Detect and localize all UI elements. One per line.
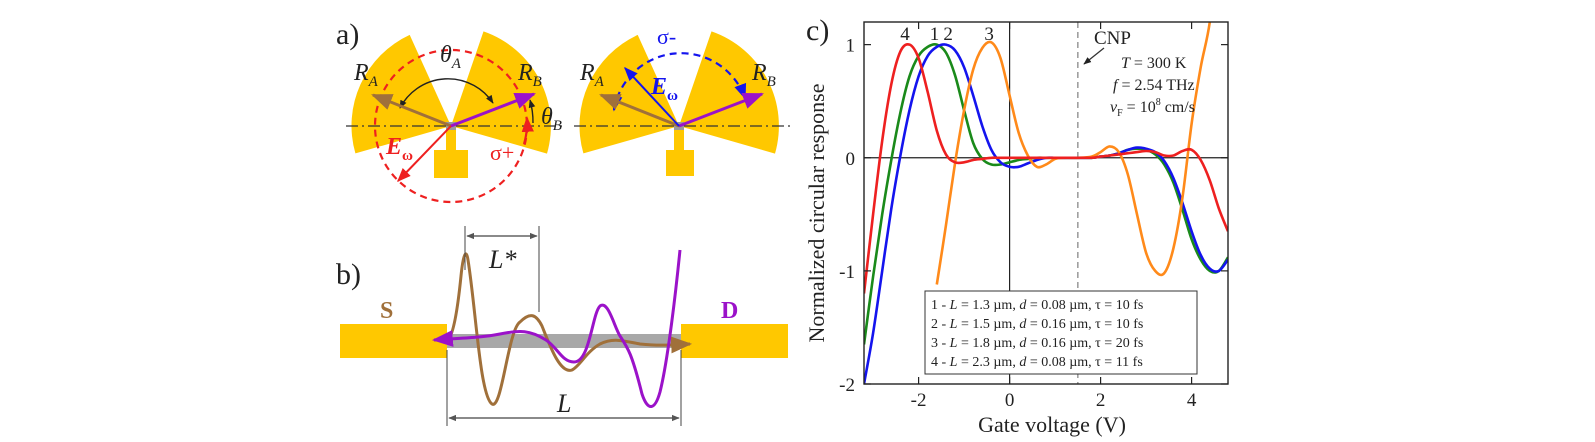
param-temperature: T = 300 K (1121, 55, 1187, 72)
right-e-field-label: Eω (650, 74, 678, 104)
right-antenna: RA RB Eω σ- (574, 24, 790, 176)
theta-b-label: θB (541, 104, 562, 134)
x-tick-label: -2 (911, 390, 927, 411)
right-sector-b (679, 31, 779, 154)
cnp-pointer (1083, 47, 1105, 65)
left-sector-b (451, 31, 551, 154)
drain-label: D (721, 298, 738, 324)
x-tick-label: 2 (1096, 390, 1106, 411)
x-axis-label: Gate voltage (V) (978, 412, 1126, 437)
drain-contact (681, 324, 788, 358)
right-gate-pad (666, 150, 694, 176)
plot-frame (863, 21, 1229, 385)
left-gate-stem (446, 128, 456, 152)
right-gate-stem (674, 128, 684, 152)
right-sigma-minus-arc (610, 52, 747, 112)
left-e-field-label: Eω (385, 134, 413, 164)
left-rb-arrow (450, 92, 536, 128)
panel-b-label: b) (336, 258, 361, 291)
series-4-peak-label: 4 (900, 24, 910, 45)
sigma-minus-label: σ- (657, 24, 676, 49)
brown-wave (446, 252, 693, 406)
legend-row-4: 4 - L = 2.3 µm, d = 0.08 µm, τ = 11 fs (931, 355, 1143, 370)
y-tick-label: 0 (846, 149, 856, 170)
legend-box (924, 290, 1198, 375)
legend-row-3: 3 - L = 1.8 µm, d = 0.16 µm, τ = 20 fs (931, 336, 1143, 351)
theta-a-label: θA (440, 42, 462, 72)
source-label: S (380, 298, 393, 324)
left-antenna: RA RB θA θB Eω σ+ (346, 31, 565, 204)
param-frequency: f = 2.54 THz (1113, 77, 1195, 94)
right-ra-arrow (599, 93, 680, 128)
series-2-peak-label: 2 (943, 24, 953, 45)
series-1-peak-label: 1 (930, 24, 940, 45)
series-3-peak-label: 3 (984, 24, 994, 45)
sigma-plus-label: σ+ (490, 140, 514, 165)
series-4-line (864, 42, 1228, 294)
right-e-field-arrow (624, 66, 680, 127)
left-gate-pad (434, 150, 468, 178)
source-contact (340, 324, 447, 358)
panel-a: a) RA RB θA θB Eω σ+ (336, 18, 790, 204)
y-tick-label: -2 (839, 375, 855, 396)
y-axis-label: Normalized circular response (804, 84, 829, 343)
panel-c-label: c) (806, 14, 829, 47)
purple-wave (431, 249, 682, 408)
left-ra-arrow (371, 93, 452, 128)
panel-b: b) S D L* L (336, 226, 788, 426)
right-rb-label: RB (751, 60, 776, 90)
theta-a-arc (399, 78, 494, 109)
l-label: L (556, 389, 571, 418)
x-tick-label: 0 (1005, 390, 1015, 411)
lstar-label: L* (488, 245, 516, 274)
left-ra-label: RA (353, 60, 379, 90)
left-e-field-arrow (397, 125, 452, 183)
panel-a-label: a) (336, 18, 359, 51)
left-sigma-plus-arrow (521, 116, 534, 145)
left-sector-a (351, 34, 451, 154)
legend-row-1: 1 - L = 1.3 µm, d = 0.08 µm, τ = 10 fs (931, 298, 1143, 313)
left-rb-label: RB (517, 60, 542, 90)
y-tick-label: 1 (846, 36, 856, 57)
y-tick-label: -1 (839, 262, 855, 283)
x-tick-label: 4 (1187, 390, 1197, 411)
right-rb-arrow (678, 92, 764, 128)
cnp-label: CNP (1094, 28, 1131, 49)
legend-row-2: 2 - L = 1.5 µm, d = 0.16 µm, τ = 10 fs (931, 317, 1143, 332)
param-fermi-velocity: vF = 108 cm/s (1110, 97, 1195, 119)
right-ra-label: RA (579, 60, 605, 90)
